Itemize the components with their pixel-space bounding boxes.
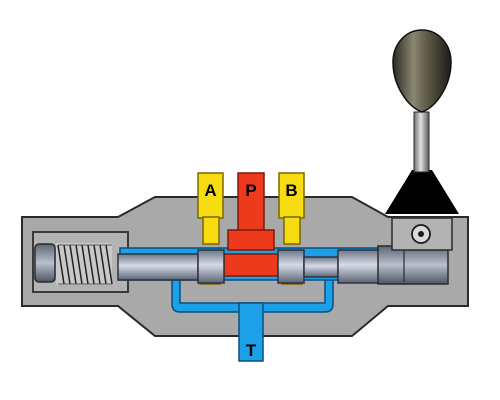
spool (117, 249, 381, 284)
port-p-label: P (245, 181, 256, 200)
port-t-label: T (246, 341, 257, 360)
lever-knob-icon[interactable] (392, 29, 452, 113)
spring-icon (56, 243, 113, 285)
spring-end-cap (34, 243, 56, 283)
tank-channel (171, 278, 334, 362)
spool-extension (377, 245, 449, 285)
lever-rod (413, 111, 430, 173)
port-b-label: B (285, 181, 297, 200)
pressure-channel (223, 172, 279, 277)
lever-pivot-block (391, 217, 453, 251)
lever-base (385, 170, 459, 214)
port-a-label: A (204, 181, 216, 200)
